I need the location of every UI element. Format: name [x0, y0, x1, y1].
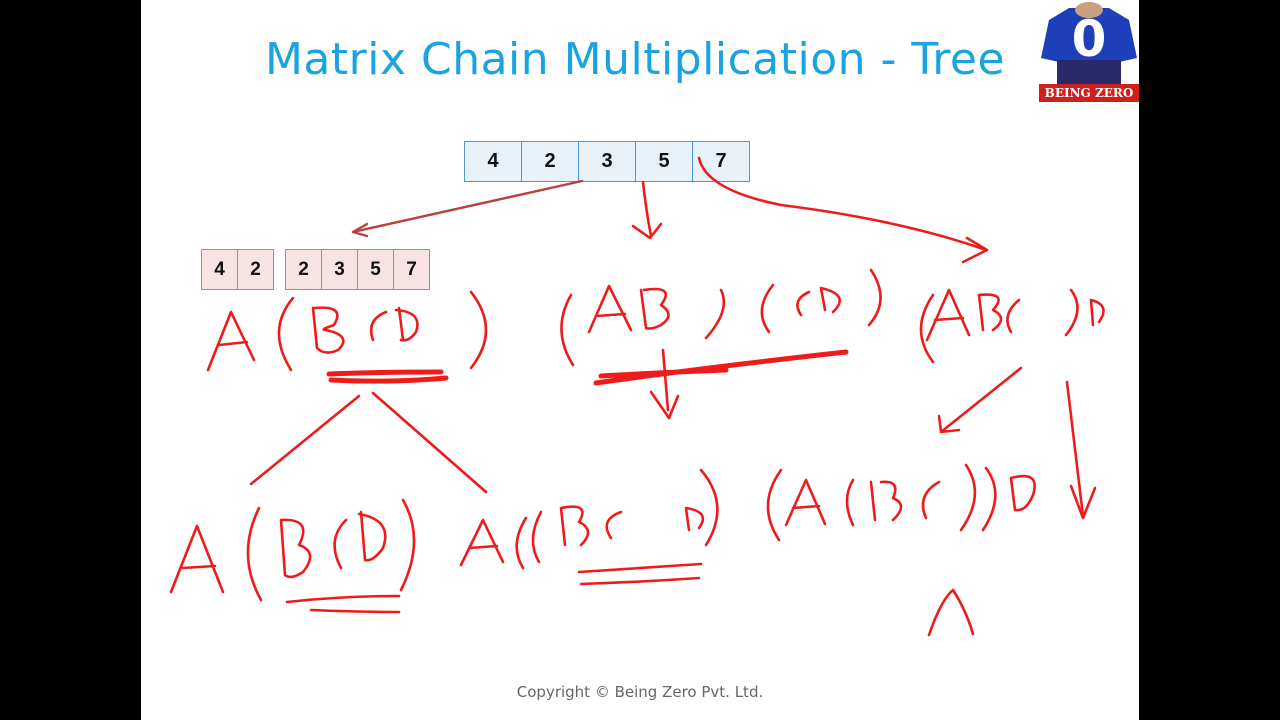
expression-a-b-cd: [169, 498, 416, 614]
right-sub-array: 2 3 5 7: [285, 249, 430, 290]
curved-arrow-icon: [697, 156, 989, 264]
split-arrow-icon: [351, 179, 584, 238]
slide-title: Matrix Chain Multiplication - Tree: [264, 34, 1006, 85]
expression-a-bc-parens-d: [766, 463, 1036, 542]
array-cell: 5: [635, 141, 693, 182]
expression-abc-d: [919, 288, 1105, 520]
copyright-footer: Copyright © Being Zero Pvt. Ltd.: [516, 683, 764, 701]
partial-a-glyph: [927, 588, 975, 637]
handwritten-annotations: [169, 156, 1105, 637]
expression-a-bc-d-alt: [459, 468, 719, 586]
array-cell: 3: [321, 249, 358, 290]
logo-digit: 0: [1071, 10, 1107, 68]
array-cell: 4: [464, 141, 522, 182]
logo-label: BEING ZERO: [1039, 84, 1139, 102]
left-sub-array: 4 2: [201, 249, 274, 290]
array-cell: 7: [393, 249, 430, 290]
array-cell: 2: [237, 249, 274, 290]
logo-shirt-icon: [1039, 0, 1139, 102]
array-cell: 2: [285, 249, 322, 290]
array-cell: 7: [692, 141, 750, 182]
being-zero-logo: 0 BEING ZERO: [1039, 0, 1139, 102]
array-cell: 2: [521, 141, 579, 182]
down-arrow-icon: [631, 180, 663, 240]
array-cell: 3: [578, 141, 636, 182]
array-cell: 4: [201, 249, 238, 290]
main-dimension-array: 4 2 3 5 7: [464, 141, 750, 182]
slide: Matrix Chain Multiplication - Tree 0 BEI…: [141, 0, 1139, 720]
expression-ab-cd: [560, 268, 882, 420]
expression-a-bc-d: [206, 290, 488, 494]
